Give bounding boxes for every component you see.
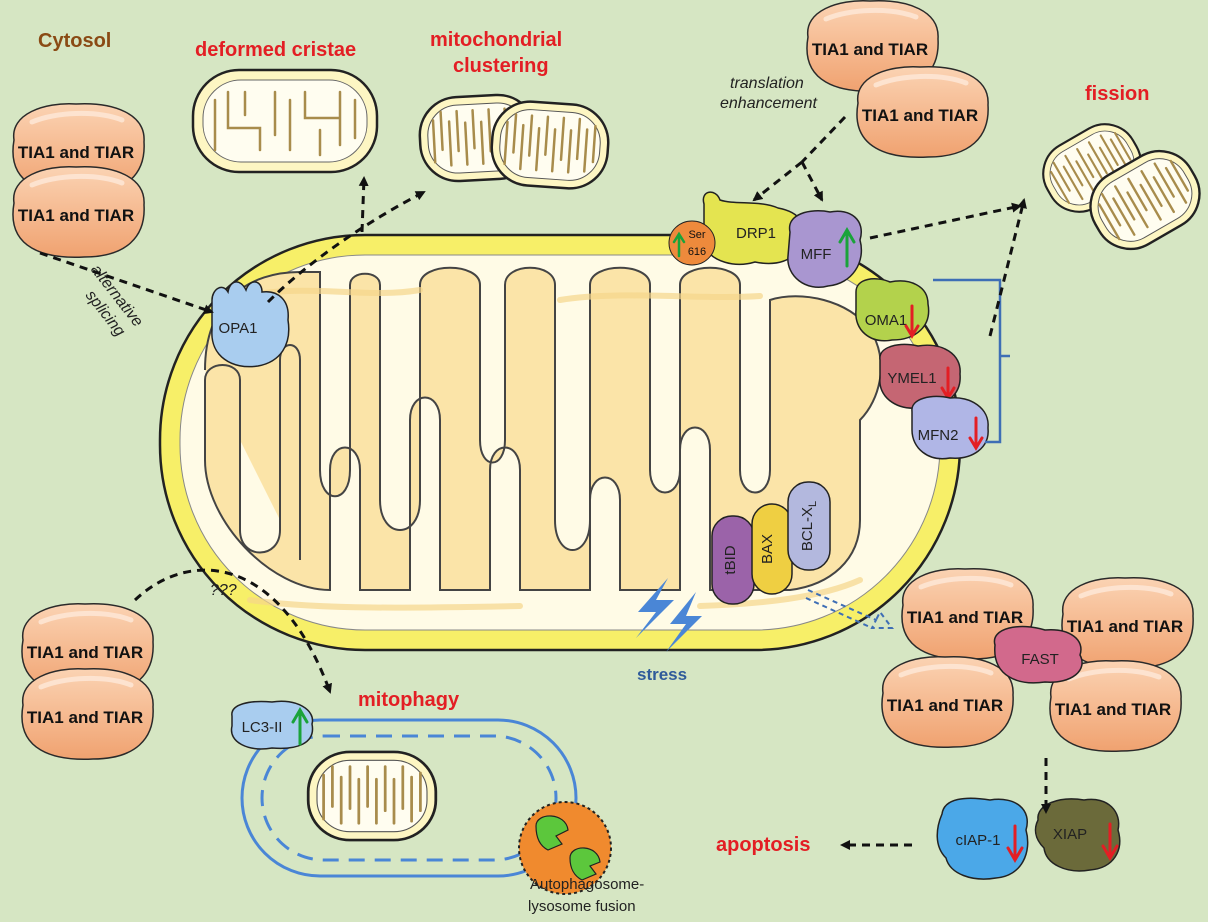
unknown-mechanism-label: ???	[210, 582, 237, 599]
svg-text:TIA1 and TIAR: TIA1 and TIAR	[1055, 700, 1171, 719]
main-mitochondrion	[158, 233, 962, 652]
svg-text:MFF: MFF	[801, 246, 832, 263]
arrow-alt-splicing	[39, 251, 214, 315]
engulfed-mitochondrion	[306, 750, 438, 842]
bax-protein: BAX	[751, 503, 793, 595]
tia-blob-bottom-left-1: TIA1 and TIAR	[22, 604, 153, 694]
arrow-to-mff	[800, 161, 824, 202]
tia-blob-fast-2: TIA1 and TIAR	[1062, 578, 1193, 668]
svg-text:cIAP-1: cIAP-1	[955, 832, 1000, 849]
deformed-cristae-label: deformed cristae	[195, 39, 356, 61]
mfn2-protein: MFN2	[911, 395, 989, 460]
up-arrow-icon	[838, 227, 856, 268]
translation-label-line1: translation	[730, 75, 804, 92]
svg-text:TIA1 and TIAR: TIA1 and TIAR	[27, 643, 143, 662]
inner-membrane-cristae	[204, 266, 882, 592]
bclxl-protein: BCL-XL	[787, 481, 831, 571]
svg-text:BCL-XL: BCL-XL	[799, 501, 819, 551]
tia-blob-top-right-2: TIA1 and TIAR	[857, 67, 988, 157]
tia-blob-fast-1: TIA1 and TIAR	[902, 569, 1033, 659]
tia-blob-left-bottom: TIA1 and TIAR	[13, 167, 144, 257]
cytosol-label: Cytosol	[38, 30, 111, 52]
chevron-arrow-icon	[805, 589, 894, 629]
lc3-ii-protein: LC3-II	[230, 700, 314, 750]
fission-label: fission	[1085, 83, 1149, 105]
tia-blob-fast-4: TIA1 and TIAR	[1050, 661, 1181, 751]
svg-text:YMEL1: YMEL1	[887, 370, 936, 387]
mito-clustering-label-line2: clustering	[453, 55, 549, 77]
svg-text:FAST: FAST	[1021, 651, 1059, 668]
tbid-protein: tBID	[711, 515, 755, 605]
down-arrow-icon	[968, 416, 984, 451]
svg-text:TIA1 and TIAR: TIA1 and TIAR	[18, 206, 134, 225]
svg-text:TIA1 and TIAR: TIA1 and TIAR	[907, 608, 1023, 627]
svg-text:OMA1: OMA1	[865, 312, 908, 329]
ser616-site: Ser 616	[668, 220, 716, 266]
tia-blob-left-top: TIA1 and TIAR	[13, 104, 144, 194]
svg-text:DRP1: DRP1	[736, 225, 776, 242]
apoptosis-label: apoptosis	[716, 834, 810, 856]
arrow-to-drp1	[752, 160, 803, 202]
xiap-protein: XIAP	[1034, 798, 1121, 872]
mff-protein: MFF	[787, 210, 863, 288]
svg-text:MFN2: MFN2	[918, 427, 959, 444]
autophag-label-line1: Autophagosome-	[530, 876, 644, 893]
translation-label-line2: enhancement	[720, 95, 818, 112]
fission-mitochondria	[1030, 111, 1208, 264]
bracket	[933, 278, 1010, 444]
ciap1-protein: cIAP-1	[936, 797, 1029, 880]
arrow-bracket-to-fission	[988, 198, 1027, 337]
autophagosome	[240, 718, 578, 878]
svg-text:TIA1 and TIAR: TIA1 and TIAR	[1067, 617, 1183, 636]
mitophagy-label: mitophagy	[358, 689, 460, 711]
svg-text:Ser: Ser	[688, 229, 705, 241]
deformed-cristae-mitochondrion	[191, 68, 379, 174]
arrow-translation-stem	[800, 115, 847, 164]
svg-text:BAX: BAX	[759, 534, 776, 564]
down-arrow-icon	[1006, 824, 1024, 863]
tia-blob-fast-3: TIA1 and TIAR	[882, 657, 1013, 747]
down-arrow-icon	[904, 304, 920, 339]
svg-text:LC3-II: LC3-II	[242, 719, 283, 736]
arrow-to-deformed-cristae	[358, 176, 369, 233]
arrow-to-mitophagy	[133, 568, 332, 694]
mito-clustering-label-line1: mitochondrial	[430, 29, 562, 51]
svg-text:TIA1 and TIAR: TIA1 and TIAR	[887, 696, 1003, 715]
autophag-label-line2: lysosome fusion	[528, 898, 636, 915]
svg-text:616: 616	[688, 246, 706, 258]
svg-text:TIA1 and TIAR: TIA1 and TIAR	[27, 708, 143, 727]
svg-text:TIA1 and TIAR: TIA1 and TIAR	[862, 106, 978, 125]
up-arrow-icon	[672, 231, 686, 258]
arrow-mff-to-fission	[869, 202, 1022, 240]
lightning-icon	[636, 578, 702, 652]
tia-blob-bottom-left-2: TIA1 and TIAR	[22, 669, 153, 759]
oma1-protein: OMA1	[855, 278, 930, 342]
arrow-to-clustering	[266, 190, 426, 304]
svg-text:tBID: tBID	[722, 545, 739, 574]
fast-protein: FAST	[993, 625, 1083, 684]
ymel1-protein: YMEL1	[879, 343, 961, 409]
stress-label: stress	[637, 665, 687, 684]
arrows	[39, 115, 1051, 850]
opa1-protein: OPA1	[211, 281, 290, 368]
up-arrow-icon	[291, 707, 309, 746]
svg-text:OPA1: OPA1	[219, 320, 258, 337]
svg-text:TIA1 and TIAR: TIA1 and TIAR	[18, 143, 134, 162]
svg-text:TIA1 and TIAR: TIA1 and TIAR	[812, 40, 928, 59]
tia-blob-top-right-1: TIA1 and TIAR	[807, 1, 938, 91]
clustered-mitochondria	[416, 91, 613, 193]
down-arrow-icon	[1101, 822, 1119, 861]
svg-text:XIAP: XIAP	[1053, 826, 1087, 843]
lysosome	[518, 801, 612, 895]
